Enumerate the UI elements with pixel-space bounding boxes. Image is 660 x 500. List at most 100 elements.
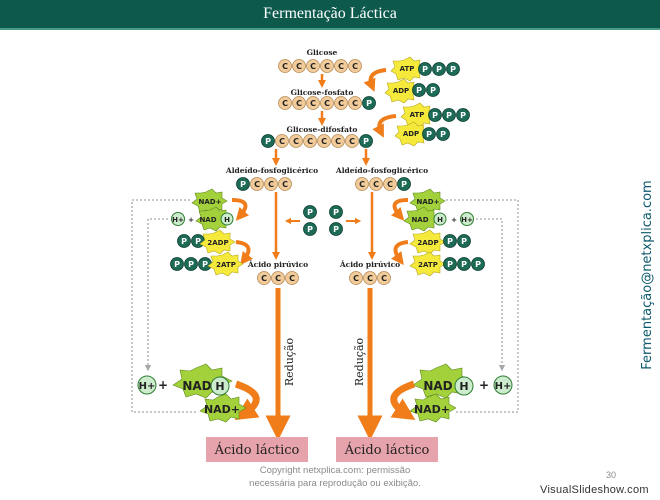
svg-text:2ATP: 2ATP [418,261,438,269]
svg-text:C: C [275,274,281,283]
svg-text:P: P [475,260,481,269]
phosphate-bead: P [426,83,440,97]
phosphate-bead: P [443,234,457,248]
h-plus-right-large: H+ [493,375,513,395]
carbon-bead: C [334,59,348,73]
phosphate-bead: P [436,127,450,141]
nadh-right-small: NAD H [403,206,447,232]
phosphate-bead: P [432,62,446,76]
pga-right-molecule: C C C P [355,177,411,191]
glucose-phosphate-label: Glicose-fosfato [291,88,354,97]
carbon-bead: C [334,96,348,110]
product-box-left: Ácido láctico [206,437,308,462]
two-adp-star-left: 2ADP [199,229,236,255]
svg-text:P: P [307,225,313,234]
two-adp-star-right: 2ADP [409,229,446,255]
atp-curved-arrow [363,68,387,92]
svg-text:C: C [296,99,302,108]
svg-text:C: C [338,99,344,108]
svg-text:P: P [366,99,372,108]
svg-text:P: P [461,260,467,269]
slide-number: 30 [606,470,617,480]
glucose-diphosphate-label: Glicose-difosfato [287,125,358,134]
svg-text:C: C [324,62,330,71]
slide-header: Fermentação Láctica [0,0,660,30]
svg-text:P: P [460,111,466,120]
svg-text:C: C [310,62,316,71]
pga-left-label: Aldeído-fosfoglicérico [225,166,318,175]
phosphate-bead: P [303,205,317,219]
svg-text:P: P [450,65,456,74]
svg-text:ATP: ATP [410,111,425,119]
carbon-bead: C [278,96,292,110]
phosphate-bead: P [457,234,471,248]
carbon-bead: C [264,177,278,191]
svg-text:NAD+: NAD+ [204,403,240,416]
svg-text:NAD: NAD [182,379,211,393]
svg-text:H+: H+ [495,381,512,392]
svg-text:C: C [293,137,299,146]
carbon-bead: C [320,59,334,73]
svg-text:Ácido láctico: Ácido láctico [214,442,300,458]
svg-text:C: C [282,62,288,71]
svg-text:C: C [381,274,387,283]
atp-star: ATP [400,102,434,128]
phosphate-bead: P [397,177,411,191]
svg-text:P: P [307,208,313,217]
carbon-bead: C [275,134,289,148]
svg-text:C: C [373,180,379,189]
svg-text:NAD: NAD [423,379,452,393]
svg-text:C: C [338,62,344,71]
phosphate-bead: P [170,257,184,271]
side-watermark-label: Fermentação@netxplica.com [640,180,655,370]
carbon-bead: C [303,134,317,148]
svg-text:H: H [224,216,230,224]
phosphate-bead: P [457,257,471,271]
nad-plus-star-right: NAD+ [409,188,446,214]
glucose-label: Glicose [307,48,338,57]
plus-sign: + [479,378,489,392]
copyright-line-1: Copyright netxplica.com: permissão [259,465,411,476]
svg-text:P: P [430,86,436,95]
two-atp-star-right: 2ATP [409,251,446,277]
carbon-bead: C [292,96,306,110]
nadh-left-large: NAD H [172,363,233,399]
carbon-bead: C [348,59,362,73]
nadh-right-large: NAD H [412,363,474,399]
svg-text:2ATP: 2ATP [216,261,236,269]
glucose-diphosphate-molecule: P C C C C C C P [261,134,373,148]
phosphate-bead: P [428,108,442,122]
nadh-transfer-loop-right [476,218,506,372]
svg-text:Ácido láctico: Ácido láctico [344,442,430,458]
phosphate-bead: P [471,257,485,271]
svg-text:P: P [181,237,187,246]
carbon-bead: C [257,271,271,285]
svg-text:2ADP: 2ADP [417,239,438,247]
svg-text:H+: H+ [172,216,184,224]
svg-text:P: P [461,237,467,246]
product-box-right: Ácido láctico [336,437,438,462]
carbon-bead: C [306,96,320,110]
phosphate-bead: P [329,222,343,236]
svg-text:P: P [447,260,453,269]
glucose-phosphate-molecule: C C C C C C P [278,96,376,110]
phosphate-bead: P [329,205,343,219]
carbon-bead: C [355,177,369,191]
glucose-molecule: C C C C C C [278,59,362,73]
two-atp-star-left: 2ATP [207,251,244,277]
nad-curved-arrow-left [231,198,250,221]
slide-title: Fermentação Láctica [263,5,397,22]
atp-curved-arrow-right [391,240,409,266]
svg-text:2ADP: 2ADP [207,239,228,247]
phosphate-bead: P [236,177,250,191]
svg-text:P: P [265,137,271,146]
svg-text:P: P [195,237,201,246]
carbon-bead: C [349,271,363,285]
phosphate-bead: P [446,62,460,76]
phosphate-bead: P [177,234,191,248]
carbon-bead: C [383,177,397,191]
phosphate-bead: P [412,83,426,97]
svg-text:P: P [240,180,246,189]
carbon-bead: C [317,134,331,148]
svg-text:C: C [307,137,313,146]
